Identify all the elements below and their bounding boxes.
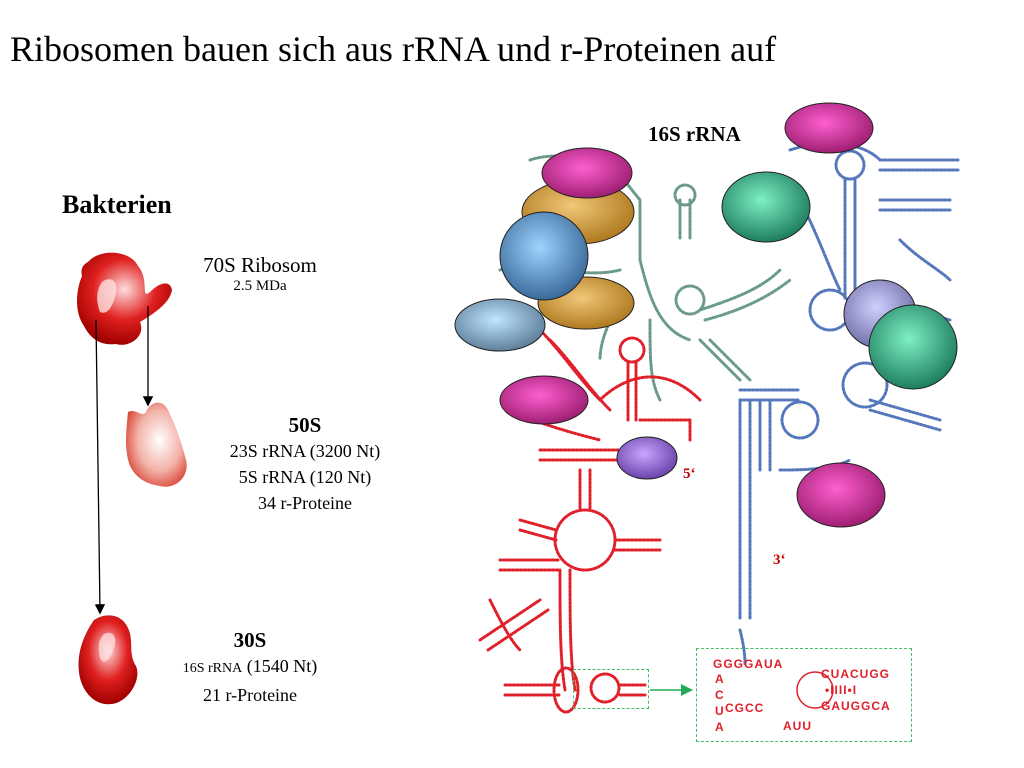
protein-light-blue xyxy=(454,298,546,352)
three-prime-end-label: 3‘ xyxy=(773,552,786,568)
label-50s: 50S 23S rRNA (3200 Nt) 5S rRNA (120 Nt) … xyxy=(200,413,410,516)
protein-magenta-top-right xyxy=(784,102,874,154)
subunit-30s-name: 30S xyxy=(233,628,267,652)
section-heading: Bakterien xyxy=(62,190,172,219)
subunit-50s-line: 5S rRNA (120 Nt) xyxy=(238,467,372,487)
subunit-50s-line: 23S rRNA (3200 Nt) xyxy=(229,441,381,461)
detail-seq-top-right: CUACUGG xyxy=(821,667,890,681)
detail-stem-loop xyxy=(796,671,834,709)
protein-teal-right xyxy=(868,304,958,390)
protein-purple xyxy=(616,436,678,480)
label-70s: 70S Ribosom 2.5 MDa xyxy=(195,253,325,295)
ribosome-70s-name: 70S Ribosom xyxy=(203,253,317,277)
subunit-30s-image xyxy=(78,615,138,705)
subunit-30s-proteins: 21 r-Proteine xyxy=(202,685,298,705)
label-30s: 30S 16S rRNA (1540 Nt) 21 r-Proteine xyxy=(150,628,350,708)
detail-sequence-box: GGGGAUA CUACUGG •IIII•I GAUGGCA CGCC AUU… xyxy=(696,648,912,742)
detail-seq-left-column: ACUA xyxy=(715,672,725,734)
subunit-30s-rrna-length: (1540 Nt) xyxy=(246,656,318,676)
rrna-16s-label: 16S rRNA xyxy=(648,122,741,146)
ribosome-70s-image xyxy=(77,252,172,345)
subunit-50s-image xyxy=(126,402,187,487)
arrow-to-30s xyxy=(94,319,106,615)
rrna-secondary-structure xyxy=(478,141,962,714)
five-prime-end-label: 5‘ xyxy=(683,466,696,482)
protein-magenta-bottom xyxy=(796,462,886,528)
page-title: Ribosomen bauen sich aus rRNA und r-Prot… xyxy=(10,29,777,69)
highlight-region-box xyxy=(573,669,649,709)
detail-seq-bottom-right: GAUGGCA xyxy=(821,699,891,713)
protein-teal-top xyxy=(721,171,811,243)
detail-seq-pairs-right: •IIII•I xyxy=(825,683,858,697)
subunit-30s-rrna: 16S rRNA xyxy=(182,661,243,676)
detail-seq-bottom-left: CGCC xyxy=(725,701,765,715)
detail-seq-loop-bottom: AUU xyxy=(783,719,812,733)
ribosome-70s-mass: 2.5 MDa xyxy=(233,278,287,294)
detail-seq-top-left: GGGGAUA xyxy=(713,657,784,671)
protein-magenta-left xyxy=(499,375,589,425)
protein-magenta-top-left xyxy=(541,147,633,199)
r-proteins xyxy=(454,102,958,528)
subunit-50s-line: 34 r-Proteine xyxy=(257,493,353,513)
subunit-50s-name: 50S xyxy=(288,413,322,437)
protein-blue xyxy=(499,211,589,301)
